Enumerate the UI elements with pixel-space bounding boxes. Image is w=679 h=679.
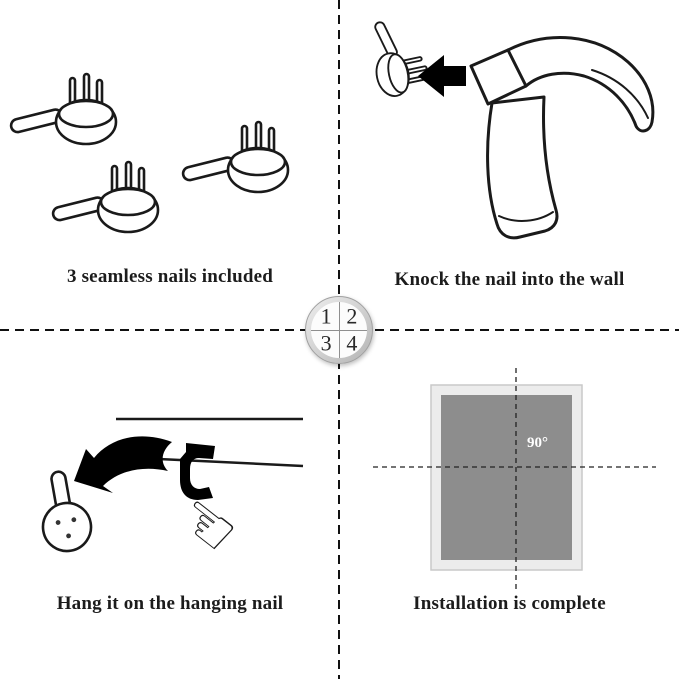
impact-arrow-icon: [418, 55, 466, 97]
caption-step4: Installation is complete: [413, 593, 606, 614]
knock-illustration: [364, 12, 655, 240]
seamless-nails-illustration: [8, 72, 290, 234]
step-badge: 1 2 3 4: [305, 296, 373, 364]
hanging-bracket-icon: [180, 443, 215, 500]
hanging-illustration: ☜: [41, 417, 304, 572]
frame-illustration: 90°: [373, 368, 656, 592]
badge-step-4: 4: [346, 330, 358, 356]
badge-step-3: 3: [320, 330, 332, 356]
caption-step2: Knock the nail into the wall: [394, 269, 625, 290]
pointing-hand-icon: ☜: [161, 478, 252, 572]
caption-step3: Hang it on the hanging nail: [56, 593, 284, 614]
board-bottom-edge: [137, 456, 304, 468]
hang-direction-arrow-icon: [74, 436, 172, 493]
front-hook-icon: [41, 470, 93, 553]
badge-divider-vertical: [339, 302, 340, 358]
caption-step1: 3 seamless nails included: [66, 266, 274, 287]
badge-step-1: 1: [320, 303, 332, 329]
hammer-illustration: [469, 36, 655, 240]
step-badge-face: 1 2 3 4: [311, 302, 367, 358]
angle-label: 90°: [527, 435, 548, 451]
nail-hook-icon: [364, 12, 432, 100]
frame-panel: [441, 395, 572, 560]
badge-step-2: 2: [346, 303, 358, 329]
